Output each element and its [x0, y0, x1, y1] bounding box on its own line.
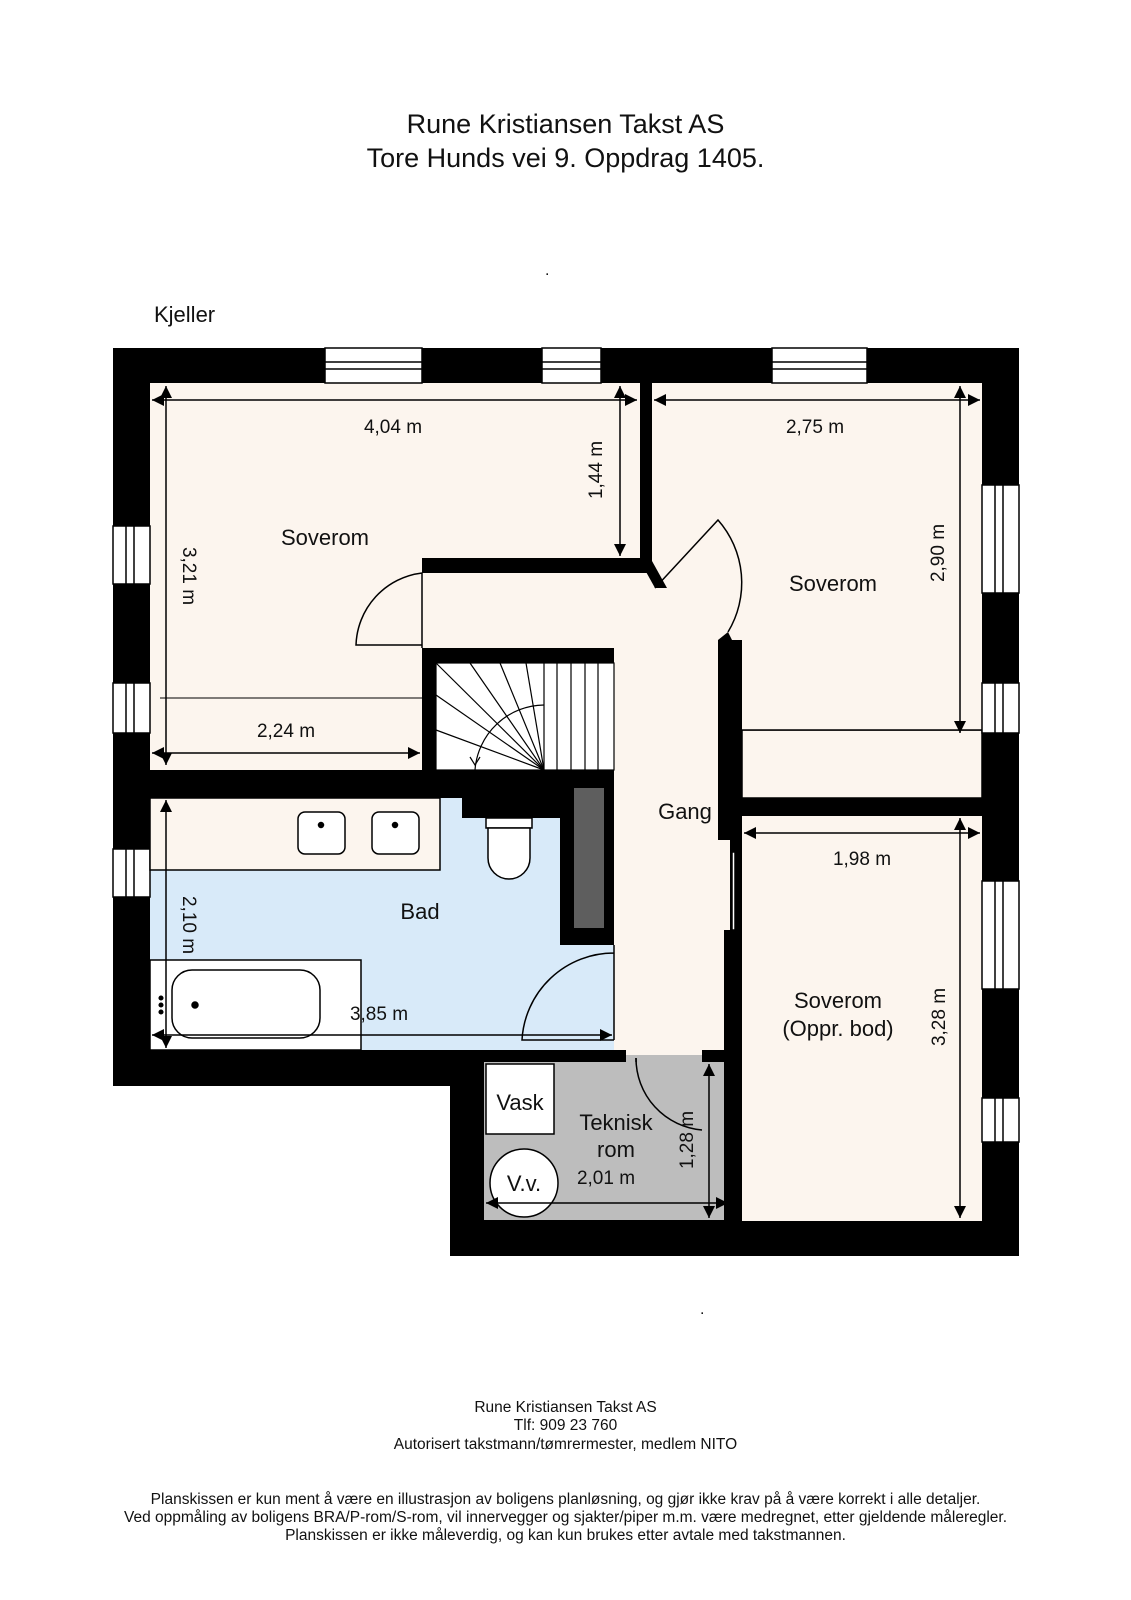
window-north-3: [771, 347, 868, 384]
dim-tech-height: 1,28 m: [677, 1111, 698, 1169]
dim-nw-alcove: 1,44 m: [586, 441, 607, 499]
toilet-bowl: [487, 827, 531, 880]
window-east-1: [981, 484, 1020, 594]
dim-nw-lower-width: 2,24 m: [257, 721, 315, 742]
label-bedroom-ne: Soverom: [789, 571, 877, 596]
dim-bath-width: 3,85 m: [350, 1004, 408, 1025]
dim-nw-height: 3,21 m: [178, 547, 199, 605]
label-laundry: Vask: [496, 1090, 544, 1115]
window-east-4: [981, 1097, 1020, 1143]
doors: [355, 518, 743, 1131]
dim-se-width: 1,98 m: [833, 849, 891, 870]
ne-closet-strip: [741, 729, 983, 799]
marker-dot-bottom: .: [700, 1301, 705, 1318]
window-north-1: [324, 347, 423, 384]
label-bathroom: Bad: [400, 899, 439, 924]
window-west-1: [112, 525, 151, 585]
label-technical-2: rom: [597, 1137, 635, 1162]
door-bathroom: [521, 945, 615, 1041]
door-bedroom-ne: [654, 518, 743, 633]
label-bedroom-se-2: (Oppr. bod): [782, 1016, 893, 1041]
dim-ne-width: 2,75 m: [786, 417, 844, 438]
footer-disclaimer-3: Planskissen er ikke måleverdig, og kan k…: [285, 1527, 846, 1544]
dim-bath-height: 2,10 m: [178, 896, 199, 954]
footer-disclaimer-2: Ved oppmåling av boligens BRA/P-rom/S-ro…: [123, 1509, 1008, 1526]
sink-2: [371, 811, 420, 855]
dim-nw-width: 4,04 m: [364, 417, 422, 438]
door-technical: [635, 1057, 703, 1131]
company-title: Rune Kristiansen Takst AS: [406, 109, 725, 139]
shaft: [574, 788, 604, 928]
window-west-3: [112, 848, 151, 898]
room-labels: Soverom Soverom Gang Bad Soverom (Oppr. …: [281, 525, 894, 1196]
laundry-machine: [485, 1063, 555, 1135]
window-north-2: [541, 347, 602, 384]
dim-tech-width: 2,01 m: [577, 1168, 635, 1189]
staircase: [435, 662, 615, 771]
sliding-door-se: [731, 851, 736, 931]
label-bedroom-se-1: Soverom: [794, 988, 882, 1013]
dim-ne-height: 2,90 m: [928, 524, 949, 582]
dimension-labels: 4,04 m 3,21 m 1,44 m 2,24 m 2,75 m 2,90 …: [178, 417, 950, 1189]
floor-bedroom-se: [742, 816, 982, 1221]
floor-bedroom-nw: [150, 383, 640, 770]
label-bedroom-nw: Soverom: [281, 525, 369, 550]
address-title: Tore Hunds vei 9. Oppdrag 1405.: [366, 143, 765, 173]
window-west-2: [112, 682, 151, 734]
footer-credentials: Autorisert takstmann/tømrermester, medle…: [393, 1436, 738, 1453]
dim-se-height: 3,28 m: [929, 988, 950, 1046]
label-technical-1: Teknisk: [579, 1110, 653, 1135]
dimension-lines: [152, 386, 980, 1218]
toilet-tank: [485, 817, 533, 829]
window-east-2: [981, 682, 1020, 734]
sink-1: [297, 811, 346, 855]
windows: [112, 347, 1020, 1143]
door-bedroom-nw: [355, 572, 423, 648]
footer-company: Rune Kristiansen Takst AS: [474, 1399, 657, 1416]
level-label: Kjeller: [154, 302, 216, 327]
label-water-heater: V.v.: [507, 1171, 541, 1196]
footer-disclaimer-1: Planskissen er kun ment å være en illust…: [150, 1491, 981, 1508]
footer-phone: Tlf: 909 23 760: [513, 1417, 618, 1434]
label-hallway: Gang: [658, 799, 712, 824]
marker-dot: .: [545, 262, 550, 279]
window-east-3: [981, 880, 1020, 990]
